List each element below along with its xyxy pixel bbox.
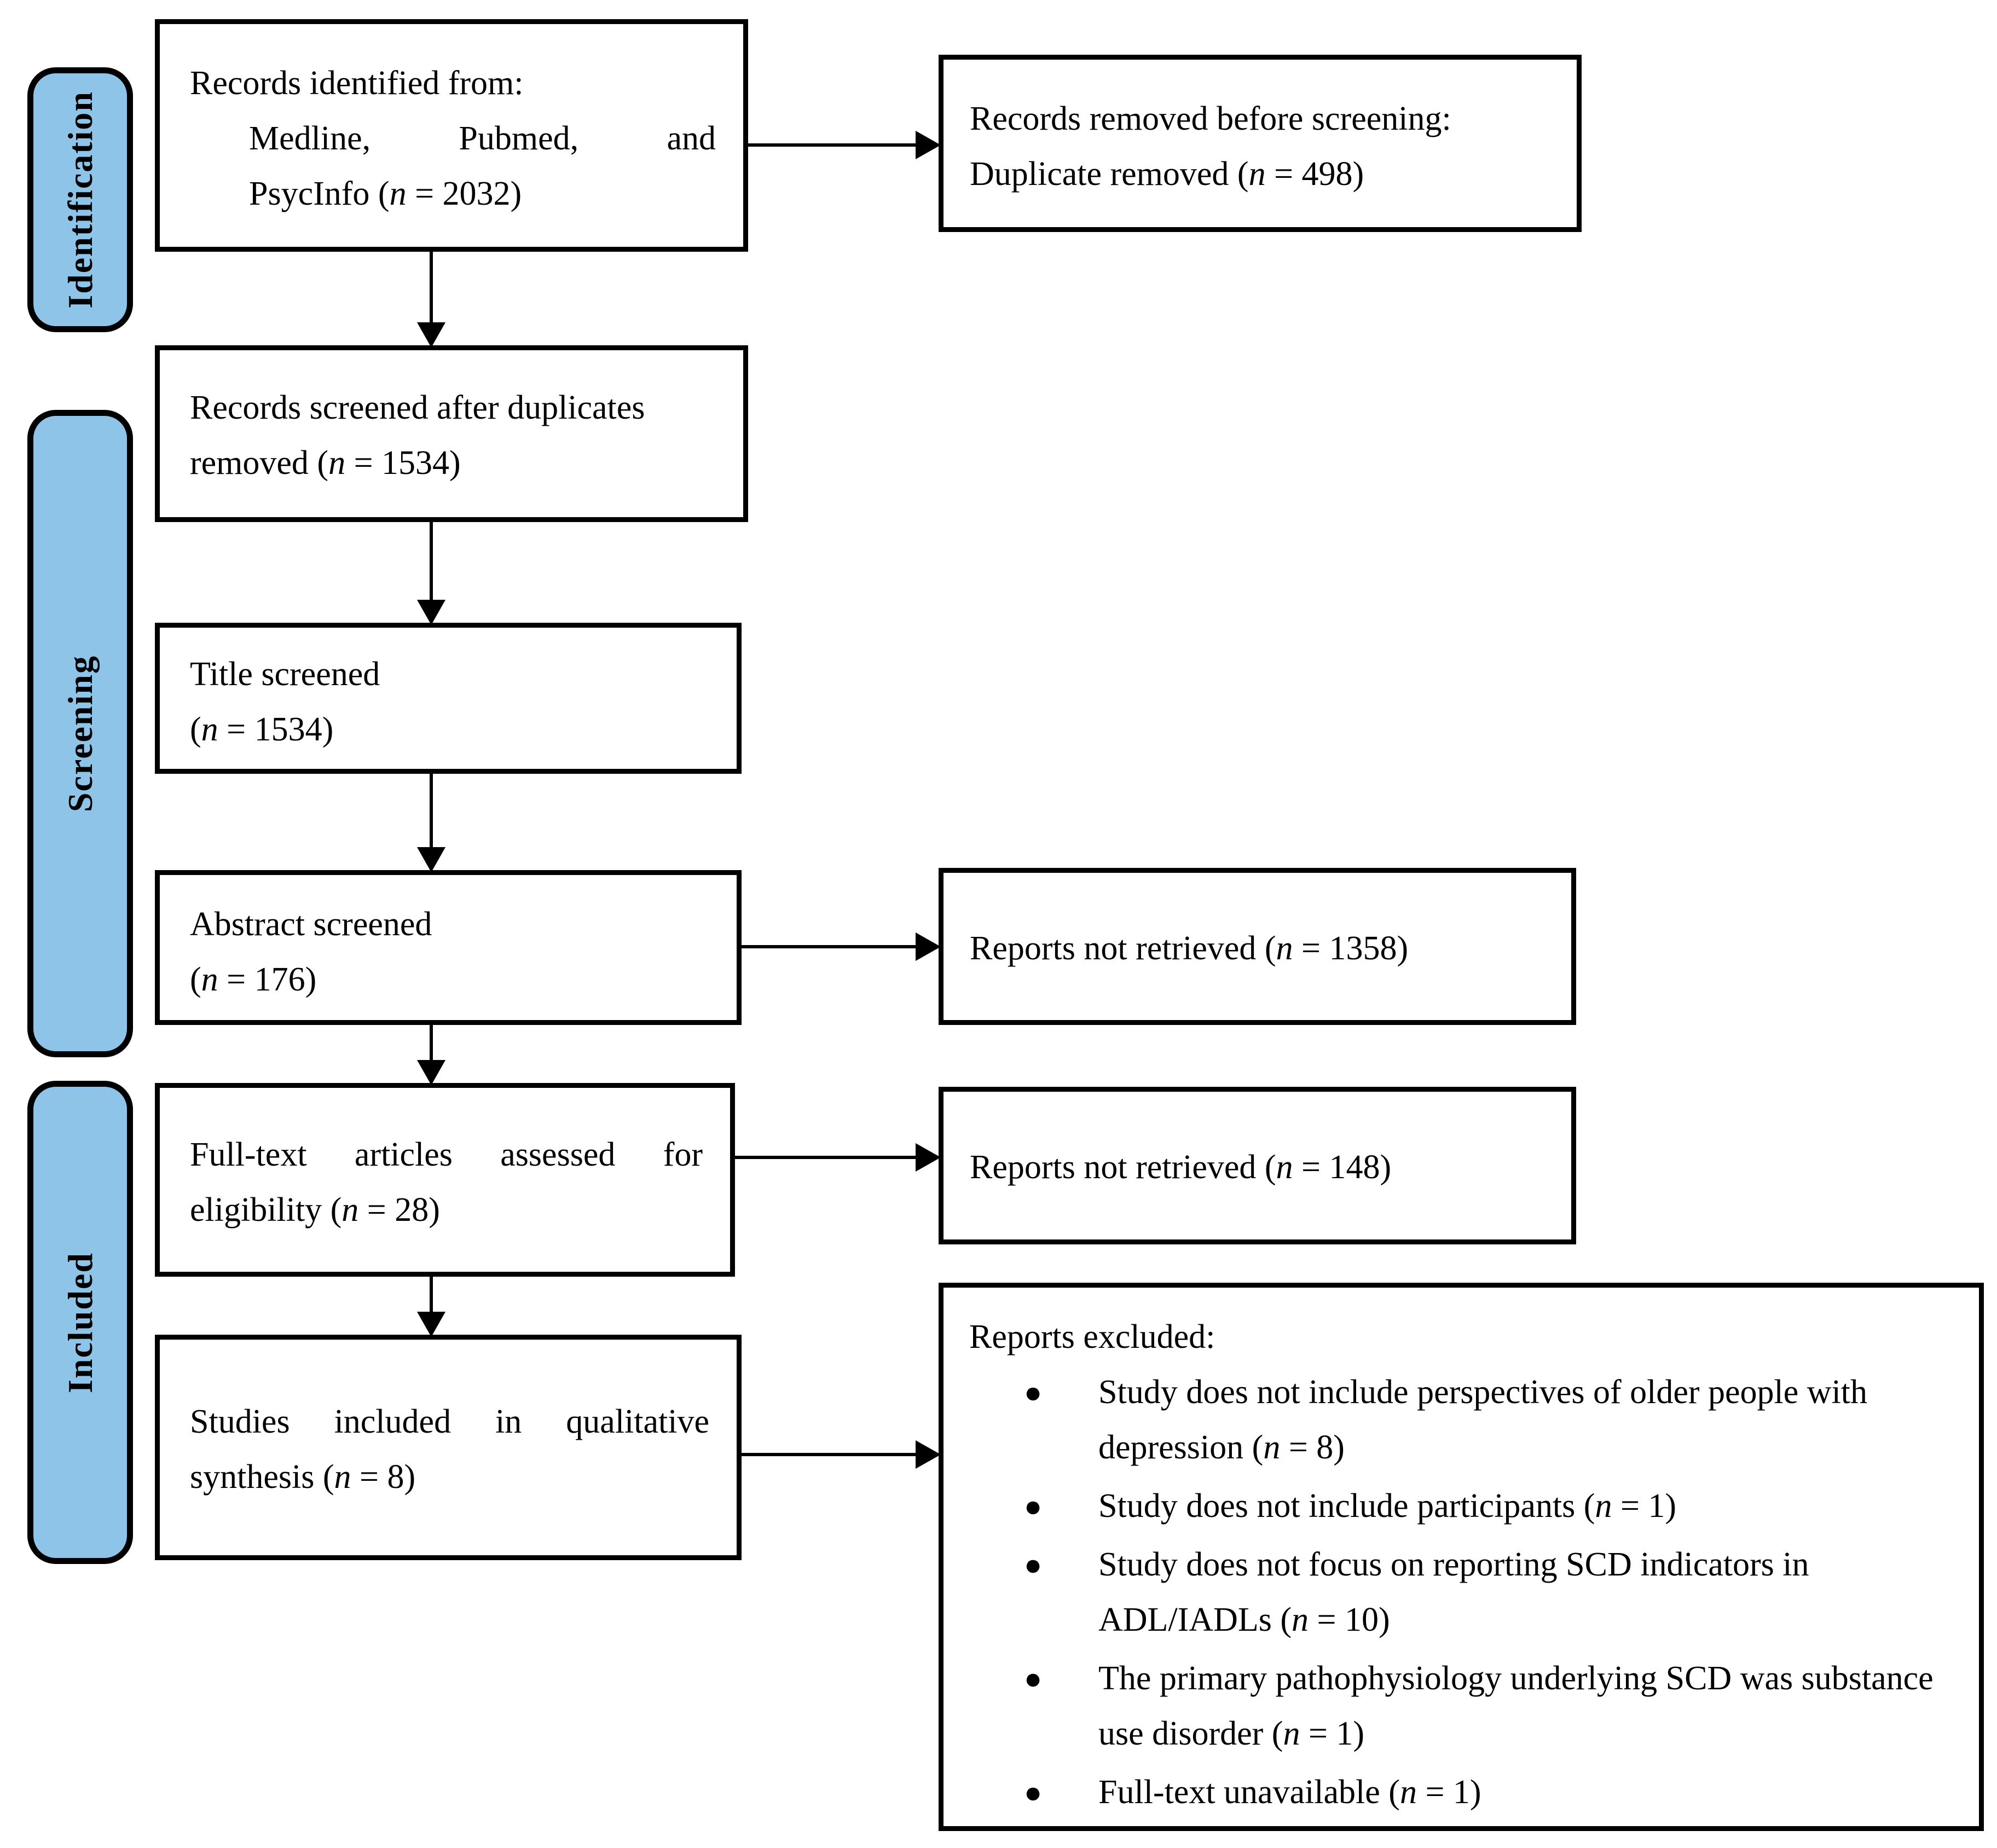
excluded-item-1-text: Study does not include perspectives of o… bbox=[1098, 1374, 1868, 1466]
abstract-screened-line2-pre: ( bbox=[190, 961, 201, 998]
n-symbol: n bbox=[389, 175, 407, 212]
arrow-title-to-abstract bbox=[430, 774, 433, 847]
excluded-item-4-text: The primary pathophysiology underlying S… bbox=[1098, 1660, 1934, 1752]
n-symbol: n bbox=[1595, 1487, 1612, 1525]
stage-identification-label: Identification bbox=[60, 91, 100, 309]
fulltext-assessed-line2: eligibility (n = 28) bbox=[190, 1183, 703, 1238]
abstract-screened-count: = 176) bbox=[218, 961, 317, 998]
excluded-item-3: ● Study does not focus on reporting SCD … bbox=[969, 1537, 1946, 1648]
reports-excluded-header: Reports excluded: bbox=[969, 1318, 1215, 1355]
arrow-abstract-to-not-retrieved-1 bbox=[742, 945, 916, 948]
excluded-item-2: ● Study does not include participants (n… bbox=[969, 1479, 1946, 1534]
studies-included-line2: synthesis (n = 8) bbox=[190, 1450, 709, 1505]
title-screened-line1: Title screened bbox=[190, 656, 380, 693]
n-symbol: n bbox=[1399, 1774, 1417, 1811]
records-screened-line2-pre: removed ( bbox=[190, 444, 329, 482]
reports-not-retrieved-2-text: Reports not retrieved (n = 148) bbox=[970, 1140, 1547, 1195]
stage-included-label: Included bbox=[60, 1252, 100, 1393]
records-removed-line2-pre: Duplicate removed ( bbox=[970, 155, 1249, 193]
box-records-screened: Records screened after duplicates remove… bbox=[155, 345, 748, 522]
box-reports-excluded: Reports excluded: ● Study does not inclu… bbox=[939, 1283, 1984, 1831]
bullet-icon: ● bbox=[1024, 1490, 1043, 1523]
box-title-screened: Title screened (n = 1534) bbox=[155, 623, 742, 774]
reports-not-retrieved-2-count: = 148) bbox=[1293, 1149, 1392, 1186]
excluded-item-3-count: = 10) bbox=[1309, 1601, 1390, 1638]
title-screened-line2-pre: ( bbox=[190, 711, 201, 748]
records-identified-line3: PsycInfo (n = 2032) bbox=[249, 166, 716, 222]
n-symbol: n bbox=[1283, 1715, 1300, 1752]
n-symbol: n bbox=[341, 1191, 359, 1229]
arrow-abstract-to-fulltext bbox=[430, 1025, 433, 1060]
studies-included-line2-pre: synthesis ( bbox=[190, 1458, 334, 1496]
excluded-item-5: ● Full-text unavailable (n = 1) bbox=[969, 1765, 1946, 1820]
records-screened-count: = 1534) bbox=[345, 444, 461, 482]
reports-not-retrieved-1-count: = 1358) bbox=[1293, 930, 1409, 967]
records-identified-line3-pre: PsycInfo ( bbox=[249, 175, 390, 212]
arrow-fulltext-to-studies bbox=[430, 1277, 433, 1312]
fulltext-assessed-count: = 28) bbox=[358, 1191, 440, 1229]
abstract-screened-line2: (n = 176) bbox=[190, 952, 709, 1007]
fulltext-assessed-line2-pre: eligibility ( bbox=[190, 1191, 342, 1229]
fulltext-assessed-line1: Full-text articles assessed for bbox=[190, 1136, 703, 1173]
n-symbol: n bbox=[334, 1458, 351, 1496]
bullet-icon: ● bbox=[1024, 1376, 1043, 1409]
arrow-screened-to-title bbox=[430, 522, 433, 600]
n-symbol: n bbox=[1276, 930, 1293, 967]
excluded-item-1: ● Study does not include perspectives of… bbox=[969, 1365, 1946, 1475]
records-removed-line2: Duplicate removed (n = 498) bbox=[970, 147, 1552, 202]
reports-not-retrieved-2-pre: Reports not retrieved ( bbox=[970, 1149, 1276, 1186]
box-reports-not-retrieved-2: Reports not retrieved (n = 148) bbox=[939, 1087, 1576, 1244]
n-symbol: n bbox=[201, 961, 218, 998]
box-fulltext-assessed: Full-text articles assessed for eligibil… bbox=[155, 1083, 735, 1277]
records-removed-count: = 498) bbox=[1265, 155, 1364, 193]
n-symbol: n bbox=[1263, 1429, 1281, 1466]
excluded-item-1-count: = 8) bbox=[1280, 1429, 1345, 1466]
box-studies-included: Studies included in qualitative synthesi… bbox=[155, 1335, 742, 1560]
box-abstract-screened: Abstract screened (n = 176) bbox=[155, 870, 742, 1025]
title-screened-line2: (n = 1534) bbox=[190, 702, 709, 757]
box-reports-not-retrieved-1: Reports not retrieved (n = 1358) bbox=[939, 868, 1576, 1025]
records-screened-line2: removed (n = 1534) bbox=[190, 436, 716, 491]
stage-screening: Screening bbox=[27, 410, 133, 1057]
records-screened-line1: Records screened after duplicates bbox=[190, 389, 645, 426]
n-symbol: n bbox=[328, 444, 346, 482]
studies-included-count: = 8) bbox=[351, 1458, 416, 1496]
arrow-identified-to-removed bbox=[748, 143, 916, 147]
reports-not-retrieved-1-pre: Reports not retrieved ( bbox=[970, 930, 1276, 967]
arrow-studies-to-excluded bbox=[742, 1453, 916, 1456]
records-identified-line2: Medline, Pubmed, and bbox=[249, 120, 716, 157]
excluded-item-5-count: = 1) bbox=[1416, 1774, 1481, 1811]
box-records-removed: Records removed before screening: Duplic… bbox=[939, 55, 1582, 232]
abstract-screened-line1: Abstract screened bbox=[190, 906, 432, 943]
bullet-icon: ● bbox=[1024, 1776, 1043, 1809]
bullet-icon: ● bbox=[1024, 1662, 1043, 1695]
n-symbol: n bbox=[1292, 1601, 1309, 1638]
n-symbol: n bbox=[1276, 1149, 1293, 1186]
stage-included: Included bbox=[27, 1081, 133, 1564]
records-identified-count: = 2032) bbox=[406, 175, 522, 212]
reports-not-retrieved-1-text: Reports not retrieved (n = 1358) bbox=[970, 921, 1547, 976]
excluded-item-5-text: Full-text unavailable ( bbox=[1098, 1774, 1400, 1811]
stage-identification: Identification bbox=[27, 67, 133, 332]
arrow-fulltext-to-not-retrieved-2 bbox=[735, 1156, 916, 1159]
n-symbol: n bbox=[1248, 155, 1266, 193]
bullet-icon: ● bbox=[1024, 1548, 1043, 1581]
excluded-item-3-text: Study does not focus on reporting SCD in… bbox=[1098, 1546, 1809, 1638]
arrow-identified-to-screened bbox=[430, 252, 433, 322]
stage-screening-label: Screening bbox=[60, 654, 100, 813]
records-identified-line1: Records identified from: bbox=[190, 65, 524, 102]
title-screened-count: = 1534) bbox=[218, 711, 334, 748]
box-records-identified: Records identified from: Medline, Pubmed… bbox=[155, 19, 748, 252]
studies-included-line1: Studies included in qualitative bbox=[190, 1403, 709, 1440]
records-removed-line1: Records removed before screening: bbox=[970, 100, 1451, 137]
excluded-item-4: ● The primary pathophysiology underlying… bbox=[969, 1651, 1946, 1762]
n-symbol: n bbox=[201, 711, 218, 748]
excluded-item-2-count: = 1) bbox=[1612, 1487, 1677, 1525]
excluded-item-4-count: = 1) bbox=[1300, 1715, 1365, 1752]
excluded-item-2-text: Study does not include participants ( bbox=[1098, 1487, 1595, 1525]
